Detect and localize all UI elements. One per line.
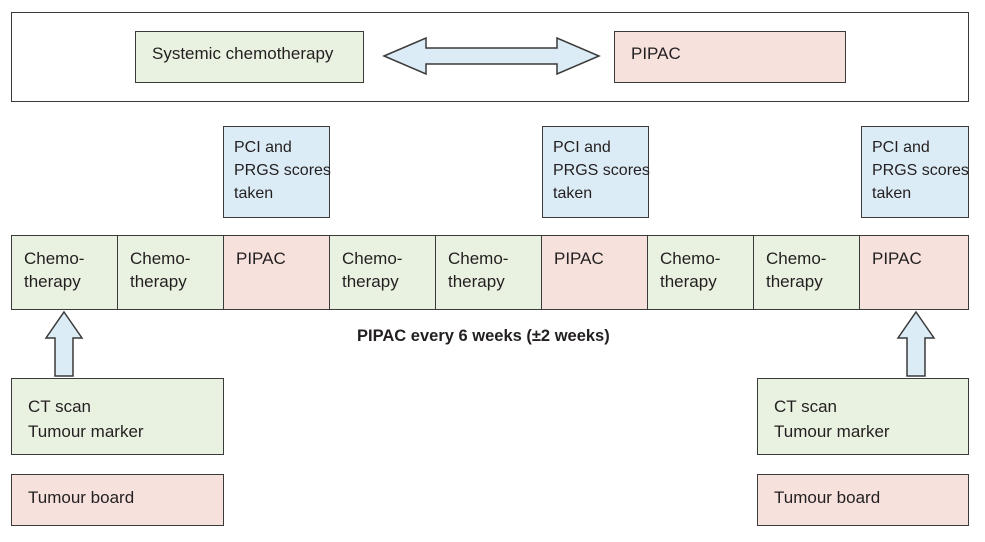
cell-line: therapy: [448, 272, 505, 291]
timeline-cell-chemotherapy: Chemo- therapy: [117, 235, 224, 310]
assessment-line: CT scan: [774, 397, 837, 416]
cell-line: Chemo-: [766, 249, 827, 268]
score-line: taken: [553, 185, 593, 202]
timeline-cell-chemotherapy: Chemo- therapy: [435, 235, 542, 310]
ct-tumour-marker-box: CT scan Tumour marker: [11, 378, 224, 455]
tumour-board-label: Tumour board: [28, 488, 135, 507]
score-line: PCI and: [872, 139, 930, 156]
ct-tumour-marker-box: CT scan Tumour marker: [757, 378, 969, 455]
assessment-line: Tumour marker: [774, 422, 890, 441]
score-line: PRGS scores: [553, 162, 650, 179]
assessment-line: Tumour marker: [28, 422, 144, 441]
tumour-board-box: Tumour board: [11, 474, 224, 526]
cell-line: Chemo-: [24, 249, 85, 268]
treatment-timeline: Chemo- therapy Chemo- therapy PIPAC Chem…: [11, 235, 969, 310]
cell-line: Chemo-: [448, 249, 509, 268]
systemic-chemotherapy-box: Systemic chemotherapy: [135, 31, 364, 83]
timeline-cell-pipac: PIPAC: [541, 235, 648, 310]
pipac-option-box: PIPAC: [614, 31, 846, 83]
pipac-interval-caption: PIPAC every 6 weeks (±2 weeks): [357, 327, 610, 345]
score-line: PCI and: [553, 139, 611, 156]
double-arrow-icon: [382, 36, 601, 76]
up-arrow-icon: [44, 310, 84, 377]
timeline-cell-pipac: PIPAC: [223, 235, 330, 310]
timeline-cell-pipac: PIPAC: [859, 235, 969, 310]
cell-line: therapy: [660, 272, 717, 291]
cell-line: PIPAC: [554, 249, 604, 268]
cell-line: therapy: [342, 272, 399, 291]
timeline-cell-chemotherapy: Chemo- therapy: [753, 235, 860, 310]
assessment-line: CT scan: [28, 397, 91, 416]
cell-line: therapy: [130, 272, 187, 291]
tumour-board-label: Tumour board: [774, 488, 881, 507]
score-line: PRGS scores: [872, 162, 969, 179]
systemic-chemotherapy-label: Systemic chemotherapy: [152, 44, 334, 63]
timeline-cell-chemotherapy: Chemo- therapy: [11, 235, 118, 310]
cell-line: PIPAC: [236, 249, 286, 268]
score-line: taken: [872, 185, 912, 202]
cell-line: Chemo-: [342, 249, 403, 268]
cell-line: therapy: [24, 272, 81, 291]
score-box: PCI and PRGS scores taken: [861, 126, 969, 218]
cell-line: PIPAC: [872, 249, 922, 268]
cell-line: Chemo-: [660, 249, 721, 268]
up-arrow-icon: [896, 310, 936, 377]
tumour-board-box: Tumour board: [757, 474, 969, 526]
score-line: PRGS scores: [234, 162, 331, 179]
timeline-cell-chemotherapy: Chemo- therapy: [647, 235, 754, 310]
cell-line: Chemo-: [130, 249, 191, 268]
score-line: taken: [234, 185, 274, 202]
cell-line: therapy: [766, 272, 823, 291]
score-line: PCI and: [234, 139, 292, 156]
pipac-option-label: PIPAC: [631, 44, 681, 63]
timeline-cell-chemotherapy: Chemo- therapy: [329, 235, 436, 310]
score-box: PCI and PRGS scores taken: [223, 126, 331, 218]
score-box: PCI and PRGS scores taken: [542, 126, 650, 218]
